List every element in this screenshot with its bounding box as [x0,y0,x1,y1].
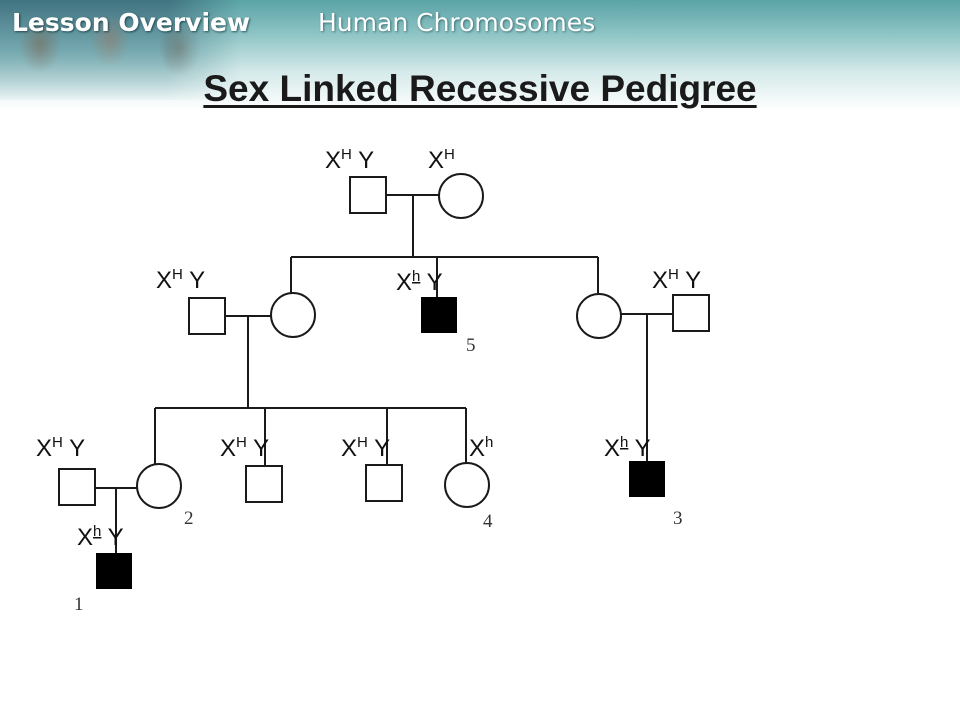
gen3-daughter-4-circle [444,462,490,508]
number-5: 5 [466,335,476,356]
genotype-gen2-husband-left: XH Y [156,266,205,294]
gen2-daughter-right-circle [576,293,622,339]
gen3-daughter-2-circle [136,463,182,509]
genotype-gen3-son-3: Xh Y [604,434,651,462]
number-4: 4 [483,511,493,532]
genotype-gen2-husband-right: XH Y [652,266,701,294]
genotype-gen3-husband: XH Y [36,434,85,462]
gen2-husband-left-square [188,297,226,335]
slide-title: Sex Linked Recessive Pedigree [203,68,757,109]
lesson-overview-label: Lesson Overview [12,8,251,37]
gen1-father-square [349,176,387,214]
genotype-gen2-son-5: Xh Y [396,268,443,296]
gen3-son-b-square [365,464,403,502]
header-photo [0,0,240,100]
gen3-son-a-square [245,465,283,503]
genotype-gen1-mother: XH [428,146,455,174]
topic-title: Human Chromosomes [318,8,596,37]
number-3: 3 [673,508,683,529]
gen3-affected-son-3 [629,461,665,497]
genotype-gen3-son-b: XH Y [341,434,390,462]
genotype-gen4-son-1: Xh Y [77,523,124,551]
number-2: 2 [184,508,194,529]
gen2-husband-right-square [672,294,710,332]
number-1: 1 [74,594,84,615]
genotype-gen3-daughter-4: Xh [469,434,493,462]
gen3-husband-square [58,468,96,506]
genotype-gen1-father: XH Y [325,146,374,174]
gen2-daughter-left-circle [270,292,316,338]
gen1-mother-circle [438,173,484,219]
gen4-affected-son-1 [96,553,132,589]
gen2-affected-son-5 [421,297,457,333]
genotype-gen3-son-a: XH Y [220,434,269,462]
